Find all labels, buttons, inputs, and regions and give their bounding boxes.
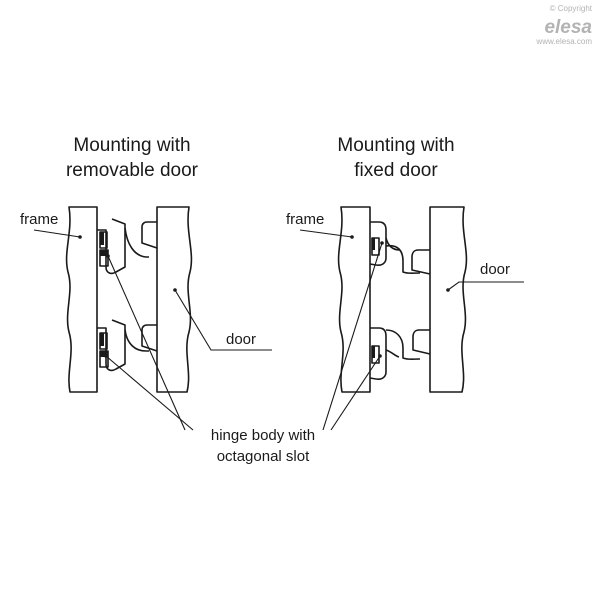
hinge-leader-1 — [107, 255, 186, 431]
right-door-label: door — [480, 261, 510, 278]
right-door — [429, 206, 468, 393]
left-title-line2: removable door — [66, 160, 199, 181]
left-frame-label: frame — [20, 211, 58, 228]
left-door-label: door — [226, 331, 256, 348]
right-title-line2: fixed door — [354, 160, 438, 181]
left-lower-hinge — [97, 319, 158, 372]
left-door-leader — [174, 289, 272, 351]
left-door — [156, 206, 193, 393]
left-panel: Mounting with removable door frame — [20, 135, 272, 393]
hinge-callout: hinge body with octagonal slot — [104, 241, 384, 465]
branding: © Copyright elesa www.elesa.com — [535, 4, 592, 46]
right-title-line1: Mounting with — [337, 135, 454, 156]
hinge-label-line1: hinge body with — [211, 427, 315, 444]
brand-logo: elesa — [544, 17, 592, 38]
right-panel: Mounting with fixed door frame doo — [286, 135, 524, 393]
copyright-text: © Copyright — [550, 4, 593, 13]
hinge-leader-3 — [322, 242, 383, 431]
left-title-line1: Mounting with — [73, 135, 190, 156]
right-upper-hinge — [369, 221, 431, 275]
left-frame — [65, 206, 98, 393]
right-lower-hinge — [369, 327, 431, 380]
right-door-leader — [447, 281, 524, 291]
hinge-leader-2 — [105, 355, 194, 431]
hinge-leader-4 — [330, 355, 381, 431]
hinge-label-line2: octagonal slot — [217, 448, 310, 465]
right-frame-label: frame — [286, 211, 324, 228]
left-upper-hinge — [97, 218, 158, 275]
left-frame-leader — [33, 229, 81, 238]
right-frame-leader — [299, 229, 353, 238]
brand-website: www.elesa.com — [535, 37, 592, 46]
